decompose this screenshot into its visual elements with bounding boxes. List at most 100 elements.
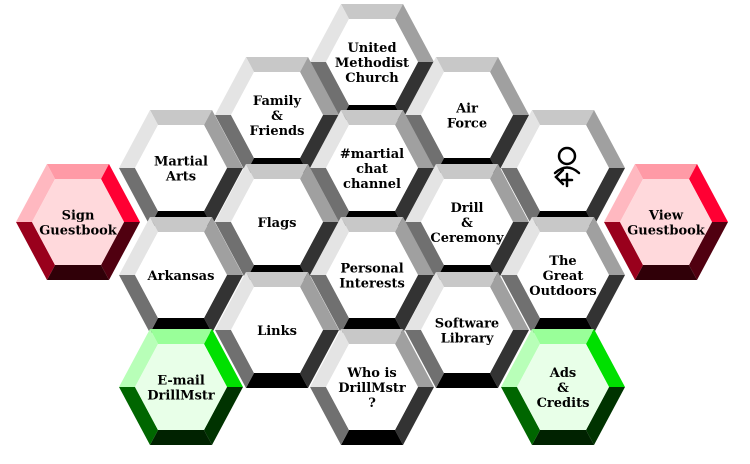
hex-label-line: Ceremony: [430, 231, 504, 246]
hex-bevel: [586, 275, 625, 333]
hex-bevel: [405, 164, 444, 222]
hex-bevel: [215, 115, 254, 173]
hex-bevel: [395, 168, 434, 226]
hex-bevel: [215, 57, 254, 115]
hex-label-line: Family: [253, 94, 302, 109]
hex-face: [135, 125, 227, 211]
hex-bevel: [300, 222, 339, 280]
hex-face: [326, 232, 418, 318]
hex-button-drill-and-ceremony[interactable]: Drill&Ceremony: [405, 164, 529, 280]
hex-bevel: [204, 329, 243, 387]
hex-button-arkansas[interactable]: Arkansas: [119, 217, 243, 333]
hex-label-line: Church: [345, 71, 399, 86]
hex-bevel: [310, 275, 349, 333]
hex-bevel: [119, 275, 158, 333]
hex-label-line: chat: [356, 162, 388, 177]
hex-label-line: Sign: [62, 209, 95, 224]
hex-bevel: [119, 387, 158, 445]
hex-bevel: [246, 57, 308, 72]
hex-bevel: [635, 164, 697, 179]
hex-bevel: [341, 110, 403, 125]
hex-bevel: [405, 272, 444, 330]
hex-label-line: DrillMstr: [147, 389, 215, 404]
hex-bevel: [150, 430, 212, 445]
hex-bevel: [490, 272, 529, 330]
hex-bevel: [395, 110, 434, 168]
hex-button-ads-and-credits[interactable]: Ads&Credits: [501, 329, 625, 445]
hex-bevel: [586, 168, 625, 226]
hex-label-line: Great: [543, 269, 584, 284]
hex-bevel: [341, 329, 403, 344]
hex-bevel: [150, 329, 212, 344]
hex-bevel: [501, 110, 540, 168]
hex-bevel: [532, 329, 594, 344]
hex-face: [231, 72, 323, 158]
hex-bevel: [246, 373, 308, 388]
hex-bevel: [119, 110, 158, 168]
hex-bevel: [405, 330, 444, 388]
hex-label-line: Guestbook: [627, 224, 706, 239]
hex-bevel: [395, 62, 434, 120]
hex-face: [421, 287, 513, 373]
hex-label-line: Ads: [549, 366, 577, 381]
hex-button-family-and-friends[interactable]: Family&Friends: [215, 57, 339, 173]
hex-label-line: Martial: [154, 155, 208, 170]
hex-bevel: [47, 164, 109, 179]
hex-bevel: [16, 222, 55, 280]
hex-bevel: [101, 222, 140, 280]
hex-bevel: [586, 110, 625, 168]
hex-bevel: [395, 275, 434, 333]
hex-label-line: Outdoors: [529, 284, 596, 299]
hex-bevel: [490, 57, 529, 115]
hex-label-line: #martial: [340, 147, 404, 162]
hex-bevel: [300, 115, 339, 173]
hex-bevel: [586, 329, 625, 387]
hex-bevel: [310, 4, 349, 62]
hex-bevel: [310, 329, 349, 387]
hex-label-line: The: [549, 254, 576, 269]
hex-bevel: [532, 430, 594, 445]
hex-bevel: [215, 164, 254, 222]
hex-button-links[interactable]: Links: [215, 272, 339, 388]
hex-label-line: E-mail: [157, 374, 205, 389]
hex-bevel: [310, 168, 349, 226]
hex-face: [326, 125, 418, 211]
hex-button-gender-symbol[interactable]: [501, 110, 625, 226]
hex-label-line: United: [347, 41, 396, 56]
hex-bevel: [215, 330, 254, 388]
hex-bevel: [395, 4, 434, 62]
hex-bevel: [119, 217, 158, 275]
hex-bevel: [490, 115, 529, 173]
hex-bevel: [300, 57, 339, 115]
hex-bevel: [405, 115, 444, 173]
hex-bevel: [16, 164, 55, 222]
hex-bevel: [405, 57, 444, 115]
hex-bevel: [204, 110, 243, 168]
hex-bevel: [436, 57, 498, 72]
hex-bevel: [532, 217, 594, 232]
hex-label-line: Drill: [451, 201, 484, 216]
hex-bevel: [204, 387, 243, 445]
hex-label-line: Arts: [165, 170, 196, 185]
hex-label-line: Force: [447, 117, 487, 132]
hex-bevel: [436, 164, 498, 179]
hex-bevel: [395, 217, 434, 275]
hex-label-line: Interests: [339, 277, 405, 292]
hex-bevel: [215, 272, 254, 330]
hex-bevel: [310, 387, 349, 445]
hex-bevel: [436, 373, 498, 388]
hex-bevel: [101, 164, 140, 222]
hex-face: [517, 232, 609, 318]
hex-label-line: Links: [257, 324, 297, 339]
hex-bevel: [501, 275, 540, 333]
hex-bevel: [150, 110, 212, 125]
